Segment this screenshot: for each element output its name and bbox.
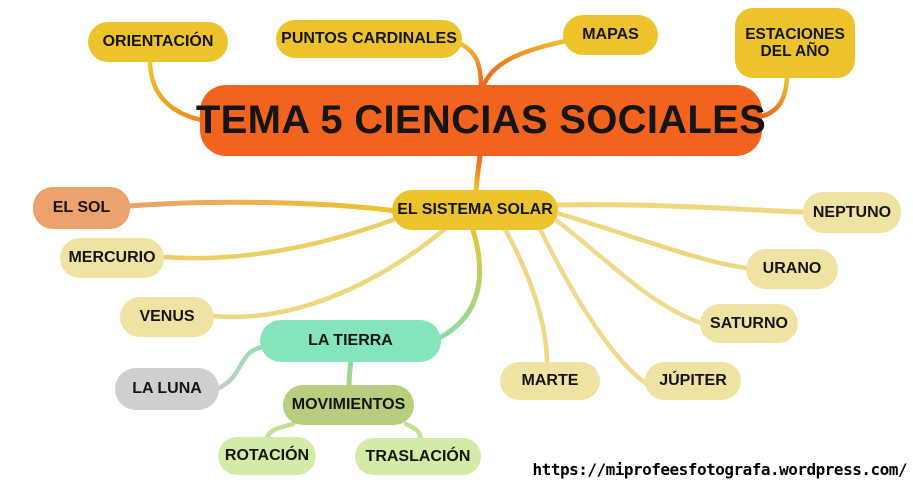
edge-sistema-saturno [553, 217, 704, 326]
edge-sistema-neptuno [554, 202, 807, 215]
edge-tierra-la-luna [216, 344, 265, 391]
node-urano: URANO [746, 249, 838, 289]
node-rotacion: ROTACIÓN [218, 437, 316, 475]
node-orientacion: ORIENTACIÓN [88, 22, 228, 62]
node-marte: MARTE [500, 362, 600, 400]
node-jupiter: JÚPITER [645, 362, 741, 400]
watermark-url: https://miprofeesfotografa.wordpress.com… [532, 460, 908, 479]
node-el-sol: EL SOL [33, 187, 130, 229]
node-movimientos: MOVIMIENTOS [283, 385, 414, 425]
edge-sistema-venus [210, 226, 448, 320]
edge-tema5-mapas [480, 38, 569, 90]
node-mercurio: MERCURIO [60, 238, 164, 278]
node-saturno: SATURNO [700, 304, 798, 343]
node-puntos-cardinales: PUNTOS CARDINALES [276, 20, 462, 58]
edge-sistema-urano [554, 210, 750, 271]
node-mapas: MAPAS [563, 15, 658, 55]
edge-sistema-el-sol [126, 199, 399, 214]
node-el-sistema-solar: EL SISTEMA SOLAR [392, 190, 558, 230]
edge-movimientos-traslacion [403, 421, 424, 442]
node-tema5-title: TEMA 5 CIENCIAS SOCIALES [196, 85, 766, 156]
edge-movimientos-rotacion [264, 421, 296, 441]
edge-sistema-mercurio [160, 215, 401, 261]
edge-tierra-movimientos [346, 358, 354, 389]
edge-tema5-orientacion [147, 58, 209, 124]
edge-tema5-sistema-solar [473, 153, 483, 194]
node-traslacion: TRASLACIÓN [355, 438, 481, 475]
edge-sistema-jupiter [537, 226, 650, 387]
edge-sistema-la-tierra [438, 227, 483, 340]
node-la-tierra: LA TIERRA [260, 320, 441, 362]
node-venus: VENUS [120, 297, 214, 337]
node-neptuno: NEPTUNO [803, 192, 901, 233]
node-la-luna: LA LUNA [115, 368, 219, 410]
edge-sistema-marte [502, 226, 550, 364]
edge-tema5-puntos-cardinales [456, 40, 484, 90]
edge-tema5-estaciones [760, 74, 790, 119]
node-estaciones-del-ano: ESTACIONES DEL AÑO [735, 8, 855, 78]
